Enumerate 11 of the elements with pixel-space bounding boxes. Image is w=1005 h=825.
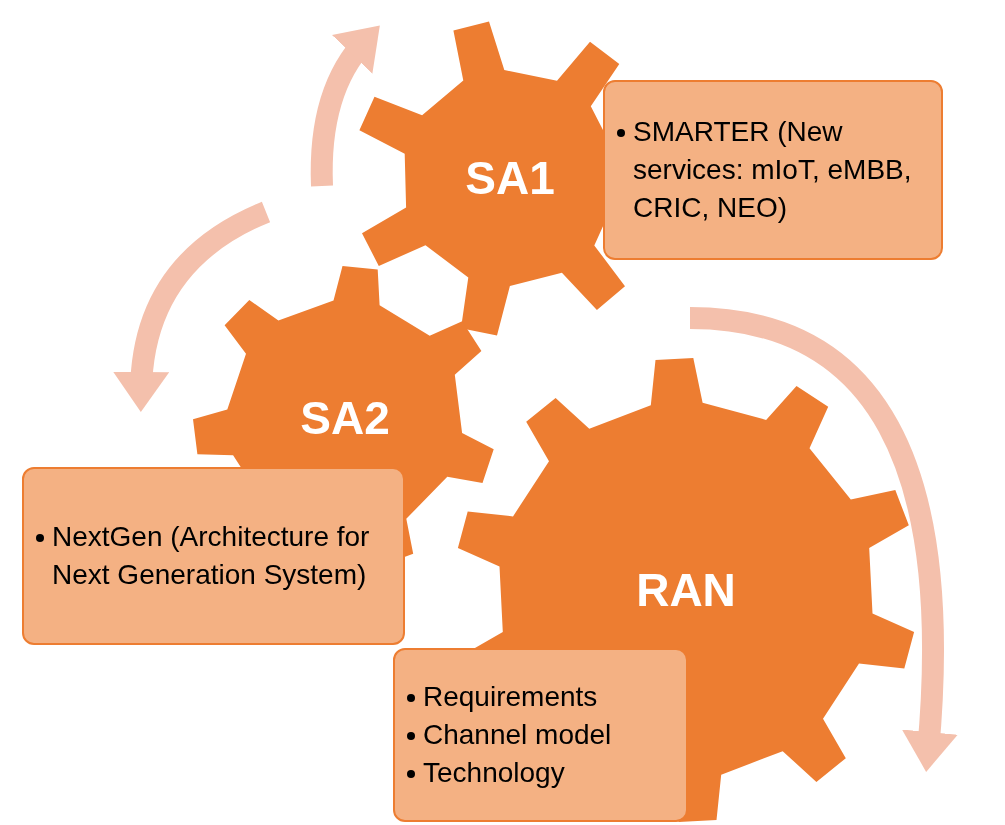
bullet-text: Technology <box>423 756 565 790</box>
gear-label: SA2 <box>300 390 390 446</box>
bullet-text: Channel model <box>423 718 612 752</box>
gear-label: RAN <box>636 562 736 618</box>
gear-label: SA1 <box>465 150 555 206</box>
text-box <box>603 80 943 260</box>
bullet-text: SMARTER (New services: mIoT, eMBB, CRIC, NEO) <box>633 115 913 225</box>
bullet-text: Requirements <box>423 680 598 714</box>
text-box <box>22 467 405 645</box>
text-box <box>393 648 688 822</box>
bullet-text: NextGen (Architecture for Next Generation System) <box>52 520 371 592</box>
